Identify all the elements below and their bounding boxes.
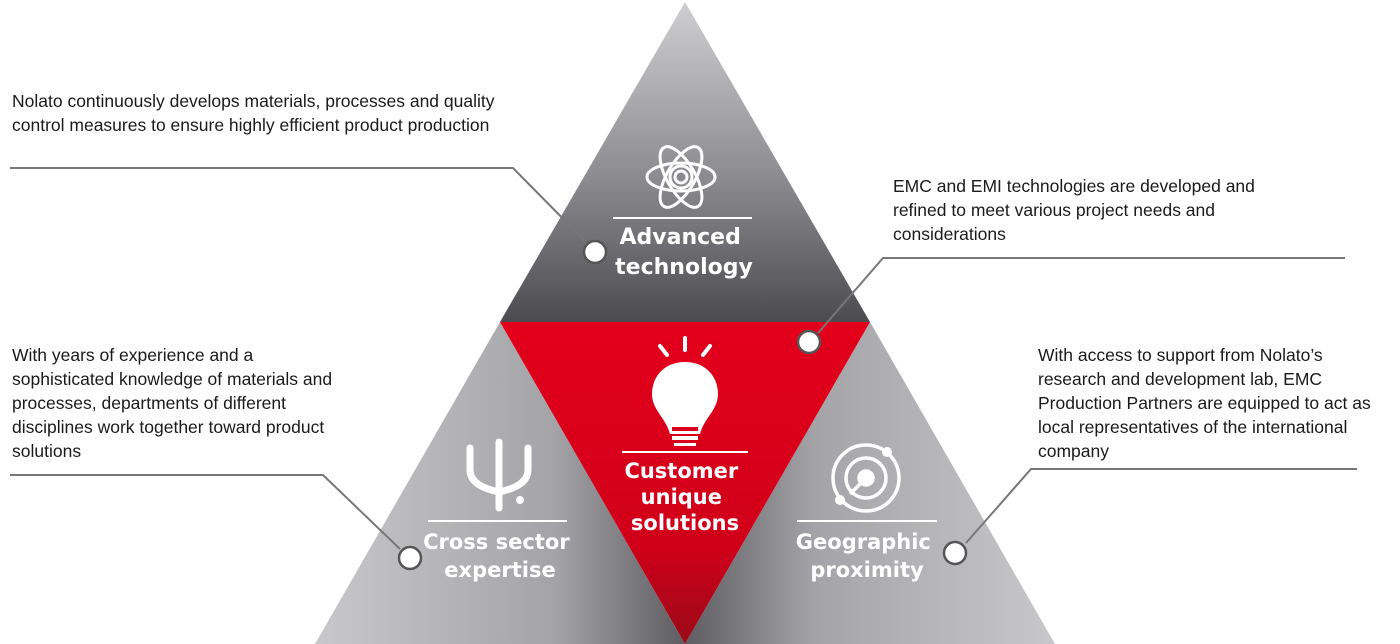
marker-cross-sector [397, 545, 423, 571]
label-cross-line2: expertise [444, 558, 555, 582]
connector-cross-sector [10, 474, 401, 550]
desc-cross-sector: With years of experience and a sophistic… [12, 345, 333, 461]
segment-customer-unique [500, 322, 870, 644]
desc-geographic: With access to support from Nolato’s res… [1038, 345, 1371, 461]
svg-text:Cross sector expertise: Cross sector expertise [423, 530, 577, 582]
label-customer-line1: Customer [624, 459, 738, 483]
label-advanced-line2: technology [615, 255, 753, 280]
label-customer-line3: solutions [631, 511, 739, 535]
fork-branch-icon [466, 438, 532, 512]
orbit-target-icon [831, 443, 901, 513]
label-geographic-line2: proximity [810, 558, 924, 582]
atom-icon [645, 145, 717, 209]
lightbulb-icon [652, 336, 718, 446]
connector-advanced-technology [10, 167, 586, 242]
desc-advanced-technology: Nolato continuously develops materials, … [12, 91, 495, 135]
marker-advanced-technology [582, 239, 608, 265]
svg-text:Customer unique soluti: Customer unique solutions [624, 459, 745, 535]
label-advanced-line1: Advanced [619, 225, 740, 250]
svg-text:Geographic proximity: Geographic proximity [796, 530, 938, 582]
marker-geographic [942, 540, 968, 566]
desc-customer-unique: EMC and EMI technologies are developed a… [893, 176, 1255, 244]
label-geographic-line1: Geographic [796, 530, 931, 554]
label-customer-line2: unique [641, 485, 722, 509]
marker-customer-unique [796, 329, 822, 355]
connector-customer-unique [817, 257, 1345, 334]
svg-text:Advanced technology: Advanced technology [615, 225, 753, 280]
connector-geographic [965, 468, 1357, 544]
label-cross-line1: Cross sector [423, 530, 570, 554]
